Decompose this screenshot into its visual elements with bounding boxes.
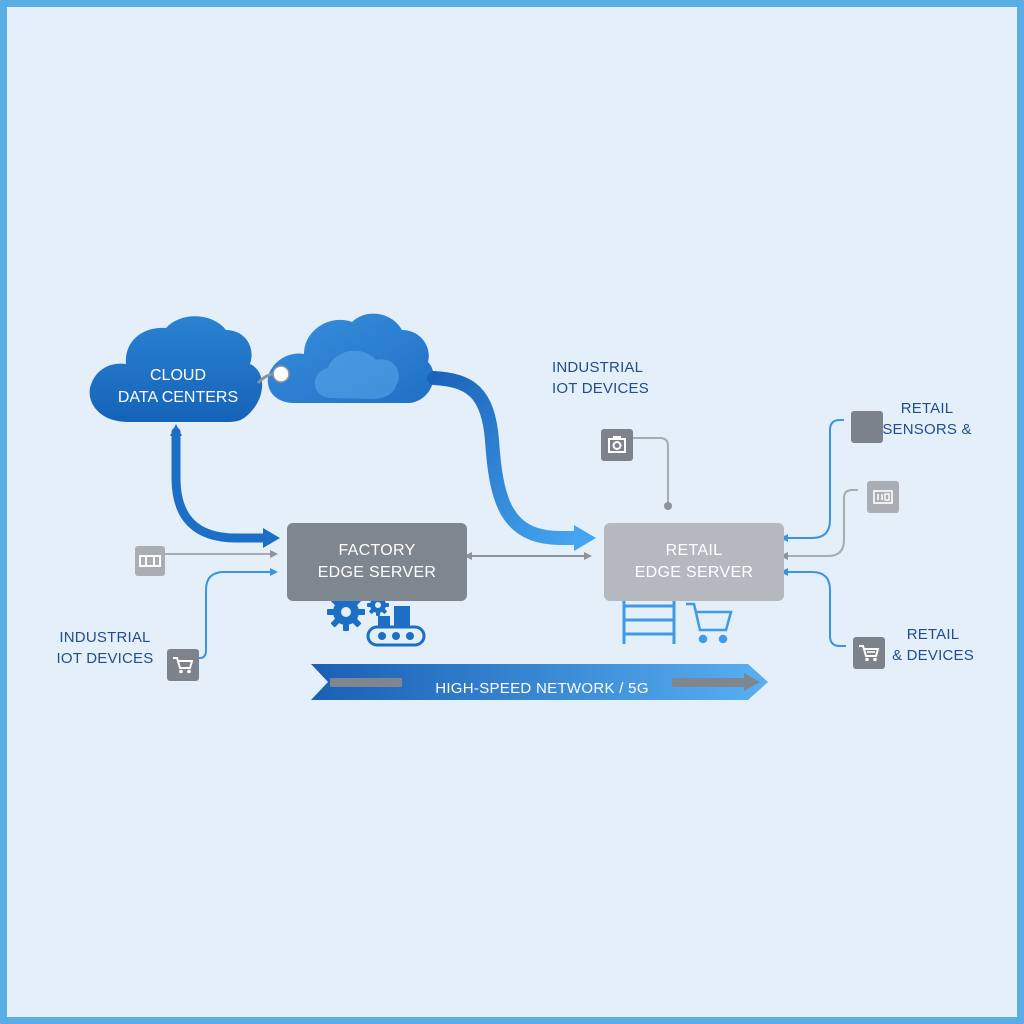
label-line: IOT DEVICES (56, 650, 154, 667)
retail-devices-label: RETAIL & DEVICES (887, 624, 979, 666)
cloud-to-factory-arrowhead (263, 528, 280, 548)
cloud-label-line1: CLOUD (149, 367, 206, 384)
cloud-to-factory-arrow (171, 427, 271, 543)
camera-icon[interactable] (601, 429, 633, 461)
label-line: INDUSTRIAL (552, 359, 644, 376)
factory-server-label-line1: FACTORY (338, 542, 416, 559)
gears-icon (327, 593, 389, 631)
label-line: INDUSTRIAL (59, 629, 151, 646)
retail-server-label-line2: EDGE SERVER (634, 564, 754, 581)
conveyor-icon (366, 606, 426, 647)
retail-server-label-line1: RETAIL (665, 542, 723, 559)
tag-icon[interactable] (867, 481, 899, 513)
cloud-to-retail-arrow (427, 371, 585, 545)
cloud-to-retail-arrowhead (574, 525, 596, 551)
label-line: SENSORS & (882, 421, 972, 438)
cloud-icon (267, 313, 434, 403)
sensor-icon[interactable] (135, 546, 165, 576)
retail-sensors-label: RETAIL SENSORS & (879, 398, 975, 440)
left-device-connector (192, 568, 278, 659)
industrial-iot-label-top: INDUSTRIAL IOT DEVICES (552, 357, 649, 399)
industrial-iot-label-left: INDUSTRIAL IOT DEVICES (47, 627, 163, 669)
shopping-cart-icon[interactable] (167, 649, 199, 681)
cloud-link-node (272, 365, 290, 383)
label-line: RETAIL (900, 400, 954, 417)
label-line: IOT DEVICES (552, 380, 649, 397)
label-line: RETAIL (906, 626, 960, 643)
label-line: & DEVICES (892, 647, 974, 664)
shelf-icon (622, 598, 676, 644)
cloud-to-factory-arrow-tail (170, 424, 182, 436)
right-device-connector (780, 489, 858, 560)
top-device-node (664, 502, 672, 510)
network-banner-shape (311, 664, 768, 700)
factory-server-label-line2: EDGE SERVER (317, 564, 437, 581)
top-device-connector (626, 437, 669, 506)
sensor-icon[interactable] (851, 411, 883, 443)
shopping-cart-icon[interactable] (853, 637, 885, 669)
network-banner-label: HIGH-SPEED NETWORK / 5G (435, 680, 649, 697)
right-device-connector (780, 568, 846, 647)
shopping-cart-icon (686, 602, 733, 644)
factory-edge-server[interactable]: FACTORY EDGE SERVER (287, 523, 467, 601)
cloud-data-centers-label: CLOUD DATA CENTERS (103, 365, 253, 409)
right-device-connector (780, 419, 844, 542)
retail-edge-server[interactable]: RETAIL EDGE SERVER (604, 523, 784, 601)
cloud-label-line2: DATA CENTERS (117, 389, 239, 406)
diagram-connections (89, 313, 858, 700)
cloud-icon (89, 316, 263, 422)
